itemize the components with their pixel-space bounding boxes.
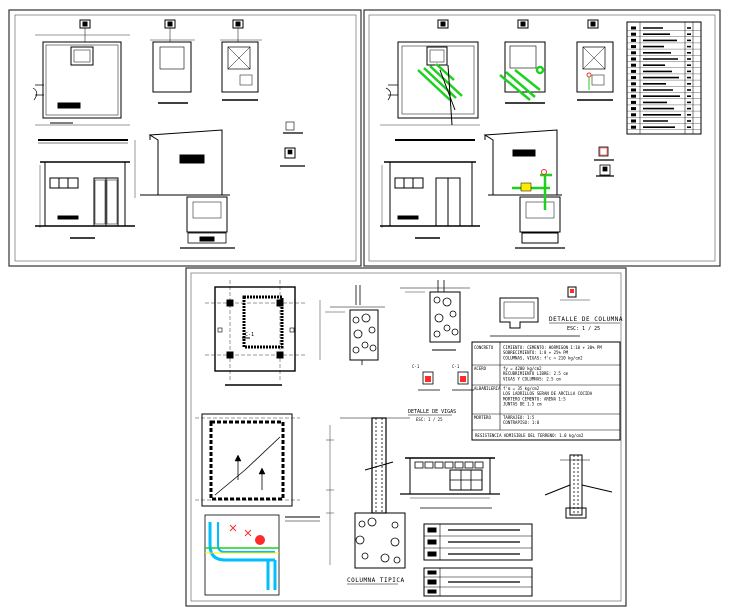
legend-symbol: [631, 76, 636, 80]
legend-symbol: [631, 94, 636, 98]
section-badges: [418, 371, 474, 391]
spec-row-line: f'm = 35 kg/cm2: [503, 386, 540, 391]
spec-row-line: LOS LADRILLOS SERAN DE ARCILLA COCIDA: [503, 391, 593, 396]
legend-symbol: [631, 113, 636, 117]
spec-row-line: fy = 4200 kg/cm2: [503, 366, 542, 371]
pipe-run-green-1: [417, 63, 463, 101]
spec-row-line: CIMIENTO: CEMENTO: HORMIGON 1:10 + 30% P…: [503, 345, 602, 350]
detail-column-title: DETALLE DE COLUMNA: [549, 316, 623, 323]
legend-symbol: [631, 51, 636, 55]
spec-row-key: ACERO: [474, 366, 487, 371]
detail-beam-title: DETALLE DE VIGAS: [408, 409, 456, 415]
floor-plan-1: [32, 19, 130, 126]
roof-plan: [195, 413, 300, 507]
spec-row-line: COLUMNAS, VIGAS: f'c = 210 kg/cm2: [503, 355, 583, 360]
spec-row-key: MORTERO: [474, 415, 491, 420]
legend-symbol: [631, 100, 636, 104]
section-detail-small: [280, 121, 305, 167]
legend-symbol: [631, 45, 636, 49]
legend-symbol: [631, 63, 636, 67]
legend-symbol: [631, 125, 636, 129]
spec-table: CONCRETO CIMIENTO: CEMENTO: HORMIGON 1:10…: [471, 341, 621, 441]
plumbing-plan-2: [504, 19, 546, 104]
spec-footer: RESISTENCIA ADMISIBLE DEL TERRENO: 1.0 k…: [475, 433, 584, 438]
legend-symbol: [631, 88, 636, 92]
detail-column-scale: ESC: 1 / 25: [567, 326, 600, 332]
plumbing-plan-3: [576, 19, 614, 101]
typical-column-title: COLUMNA TIPICA: [347, 577, 405, 584]
legend-symbol: [631, 38, 636, 42]
spec-row-line: VIGAS Y COLUMNAS: 2.5 cm: [503, 376, 561, 381]
rebar-detail-inset: [204, 514, 280, 596]
legend-symbol: [631, 57, 636, 61]
spec-row-line: TARRAJEO: 1:5: [503, 415, 535, 420]
spec-row-key: ALBAÑILERIA: [474, 386, 501, 391]
panel-top-right: [363, 9, 721, 267]
elevation-front: [35, 161, 135, 228]
section-c1-left: C-1: [412, 364, 420, 369]
floor-plan-2: [150, 19, 195, 104]
spec-row-line: RECUBRIMIENTO LIBRE: 2.5 cm: [503, 371, 569, 376]
panel-top-left: [8, 9, 362, 267]
elevation-side: [134, 129, 235, 249]
legend-symbol: [631, 107, 636, 111]
legend-symbol: [631, 69, 636, 73]
legend-symbol: [631, 26, 636, 30]
spec-row-line: JUNTAS DE 1.5 cm: [503, 402, 542, 407]
symbol-legend-table: [626, 21, 702, 135]
spec-row-line: SOBRECIMIENTO: 1:8 + 25% PM: [503, 350, 569, 355]
plan-label-c1: C-1: [245, 332, 254, 338]
section-c1-right: C-1: [452, 364, 460, 369]
spec-row-line: MORTERO CEMENTO: ARENA 1:5: [503, 396, 566, 401]
legend-symbol: [631, 82, 636, 86]
pipe-run-green-2: [499, 65, 545, 101]
elevation-side-plumbing: [483, 129, 565, 249]
column-plan-small: [499, 286, 590, 329]
facade-elevation: [400, 457, 500, 499]
elevation-front-plumbing: [380, 161, 480, 228]
section-detail-plumbing: [594, 146, 614, 177]
column-junction-detail: [544, 454, 613, 519]
typical-column-elevation: [326, 417, 410, 569]
wall-section-left: [319, 285, 385, 365]
legend-symbol: [631, 119, 636, 123]
foundation-plan: [205, 280, 305, 386]
panel-bottom: C-1: [185, 267, 627, 607]
title-block-2: [423, 567, 533, 597]
legend-symbol: [631, 32, 636, 36]
floor-plan-3: [220, 19, 262, 101]
title-block-1: [423, 523, 533, 561]
spec-row-line: CONTRAPISO: 1:8: [503, 420, 540, 425]
wall-section-right: [400, 280, 470, 343]
spec-row-key: CONCRETO: [474, 345, 494, 350]
detail-beam-scale: ESC: 1 / 25: [416, 417, 443, 422]
